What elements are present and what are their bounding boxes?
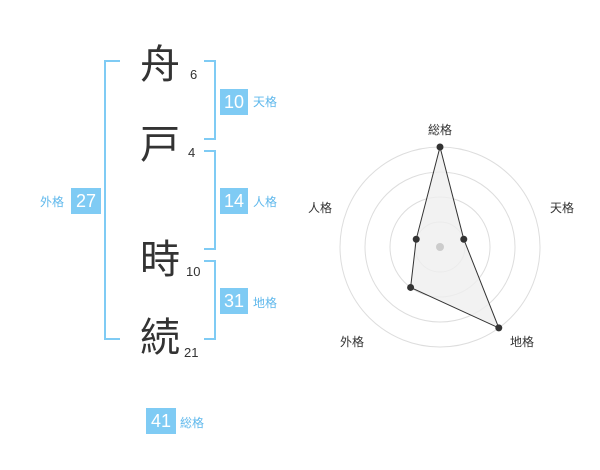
gaikaku-label: 外格 [40, 195, 65, 209]
radar-point-soukaku [436, 143, 444, 151]
name-char-2: 戸 [140, 122, 180, 168]
chikaku-label: 地格 [253, 296, 278, 310]
gaikaku-value-badge: 27 [71, 188, 101, 214]
tenkaku-value-badge: 10 [220, 89, 248, 115]
tenkaku-bracket-vertical [214, 60, 216, 140]
stroke-count-3: 10 [186, 264, 201, 279]
jinkaku-value-badge: 14 [220, 188, 248, 214]
radar-label-tenkaku: 天格 [550, 201, 575, 215]
chikaku-bracket-bottom [204, 338, 216, 340]
chikaku-bracket-vertical [214, 260, 216, 340]
radar-point-chikaku [495, 324, 503, 332]
stroke-count-2: 4 [188, 145, 196, 160]
radar-points [407, 143, 503, 332]
radar-point-gaikaku [407, 283, 415, 291]
name-char-1: 舟 [140, 42, 180, 88]
stroke-count-1: 6 [190, 67, 198, 82]
soukaku-value-badge: 41 [146, 408, 176, 434]
radar-point-jinkaku [412, 235, 420, 243]
gaikaku-bracket-vertical [104, 60, 106, 340]
jinkaku-bracket-top [204, 150, 216, 152]
tenkaku-bracket-bottom [204, 138, 216, 140]
chikaku-value-badge: 31 [220, 288, 248, 314]
jinkaku-bracket-vertical [214, 150, 216, 250]
name-char-3: 時 [140, 237, 180, 283]
gaikaku-bracket-bottom [104, 338, 120, 340]
radar-label-chikaku: 地格 [510, 335, 535, 349]
radar-label-gaikaku: 外格 [340, 335, 365, 349]
radar-label-jinkaku: 人格 [308, 201, 333, 215]
radar-polygon [410, 146, 500, 329]
tenkaku-bracket-top [204, 60, 216, 62]
tenkaku-label: 天格 [253, 95, 278, 109]
stroke-count-4: 21 [184, 345, 199, 360]
chikaku-bracket-top [204, 260, 216, 262]
gaikaku-bracket-top [104, 60, 120, 62]
jinkaku-label: 人格 [253, 195, 278, 209]
radar-point-tenkaku [460, 235, 468, 243]
soukaku-label: 総格 [180, 416, 205, 430]
jinkaku-bracket-bottom [204, 248, 216, 250]
radar-center-dot [436, 243, 444, 251]
name-char-4: 続 [140, 315, 180, 361]
radar-label-soukaku: 総格 [428, 123, 453, 137]
